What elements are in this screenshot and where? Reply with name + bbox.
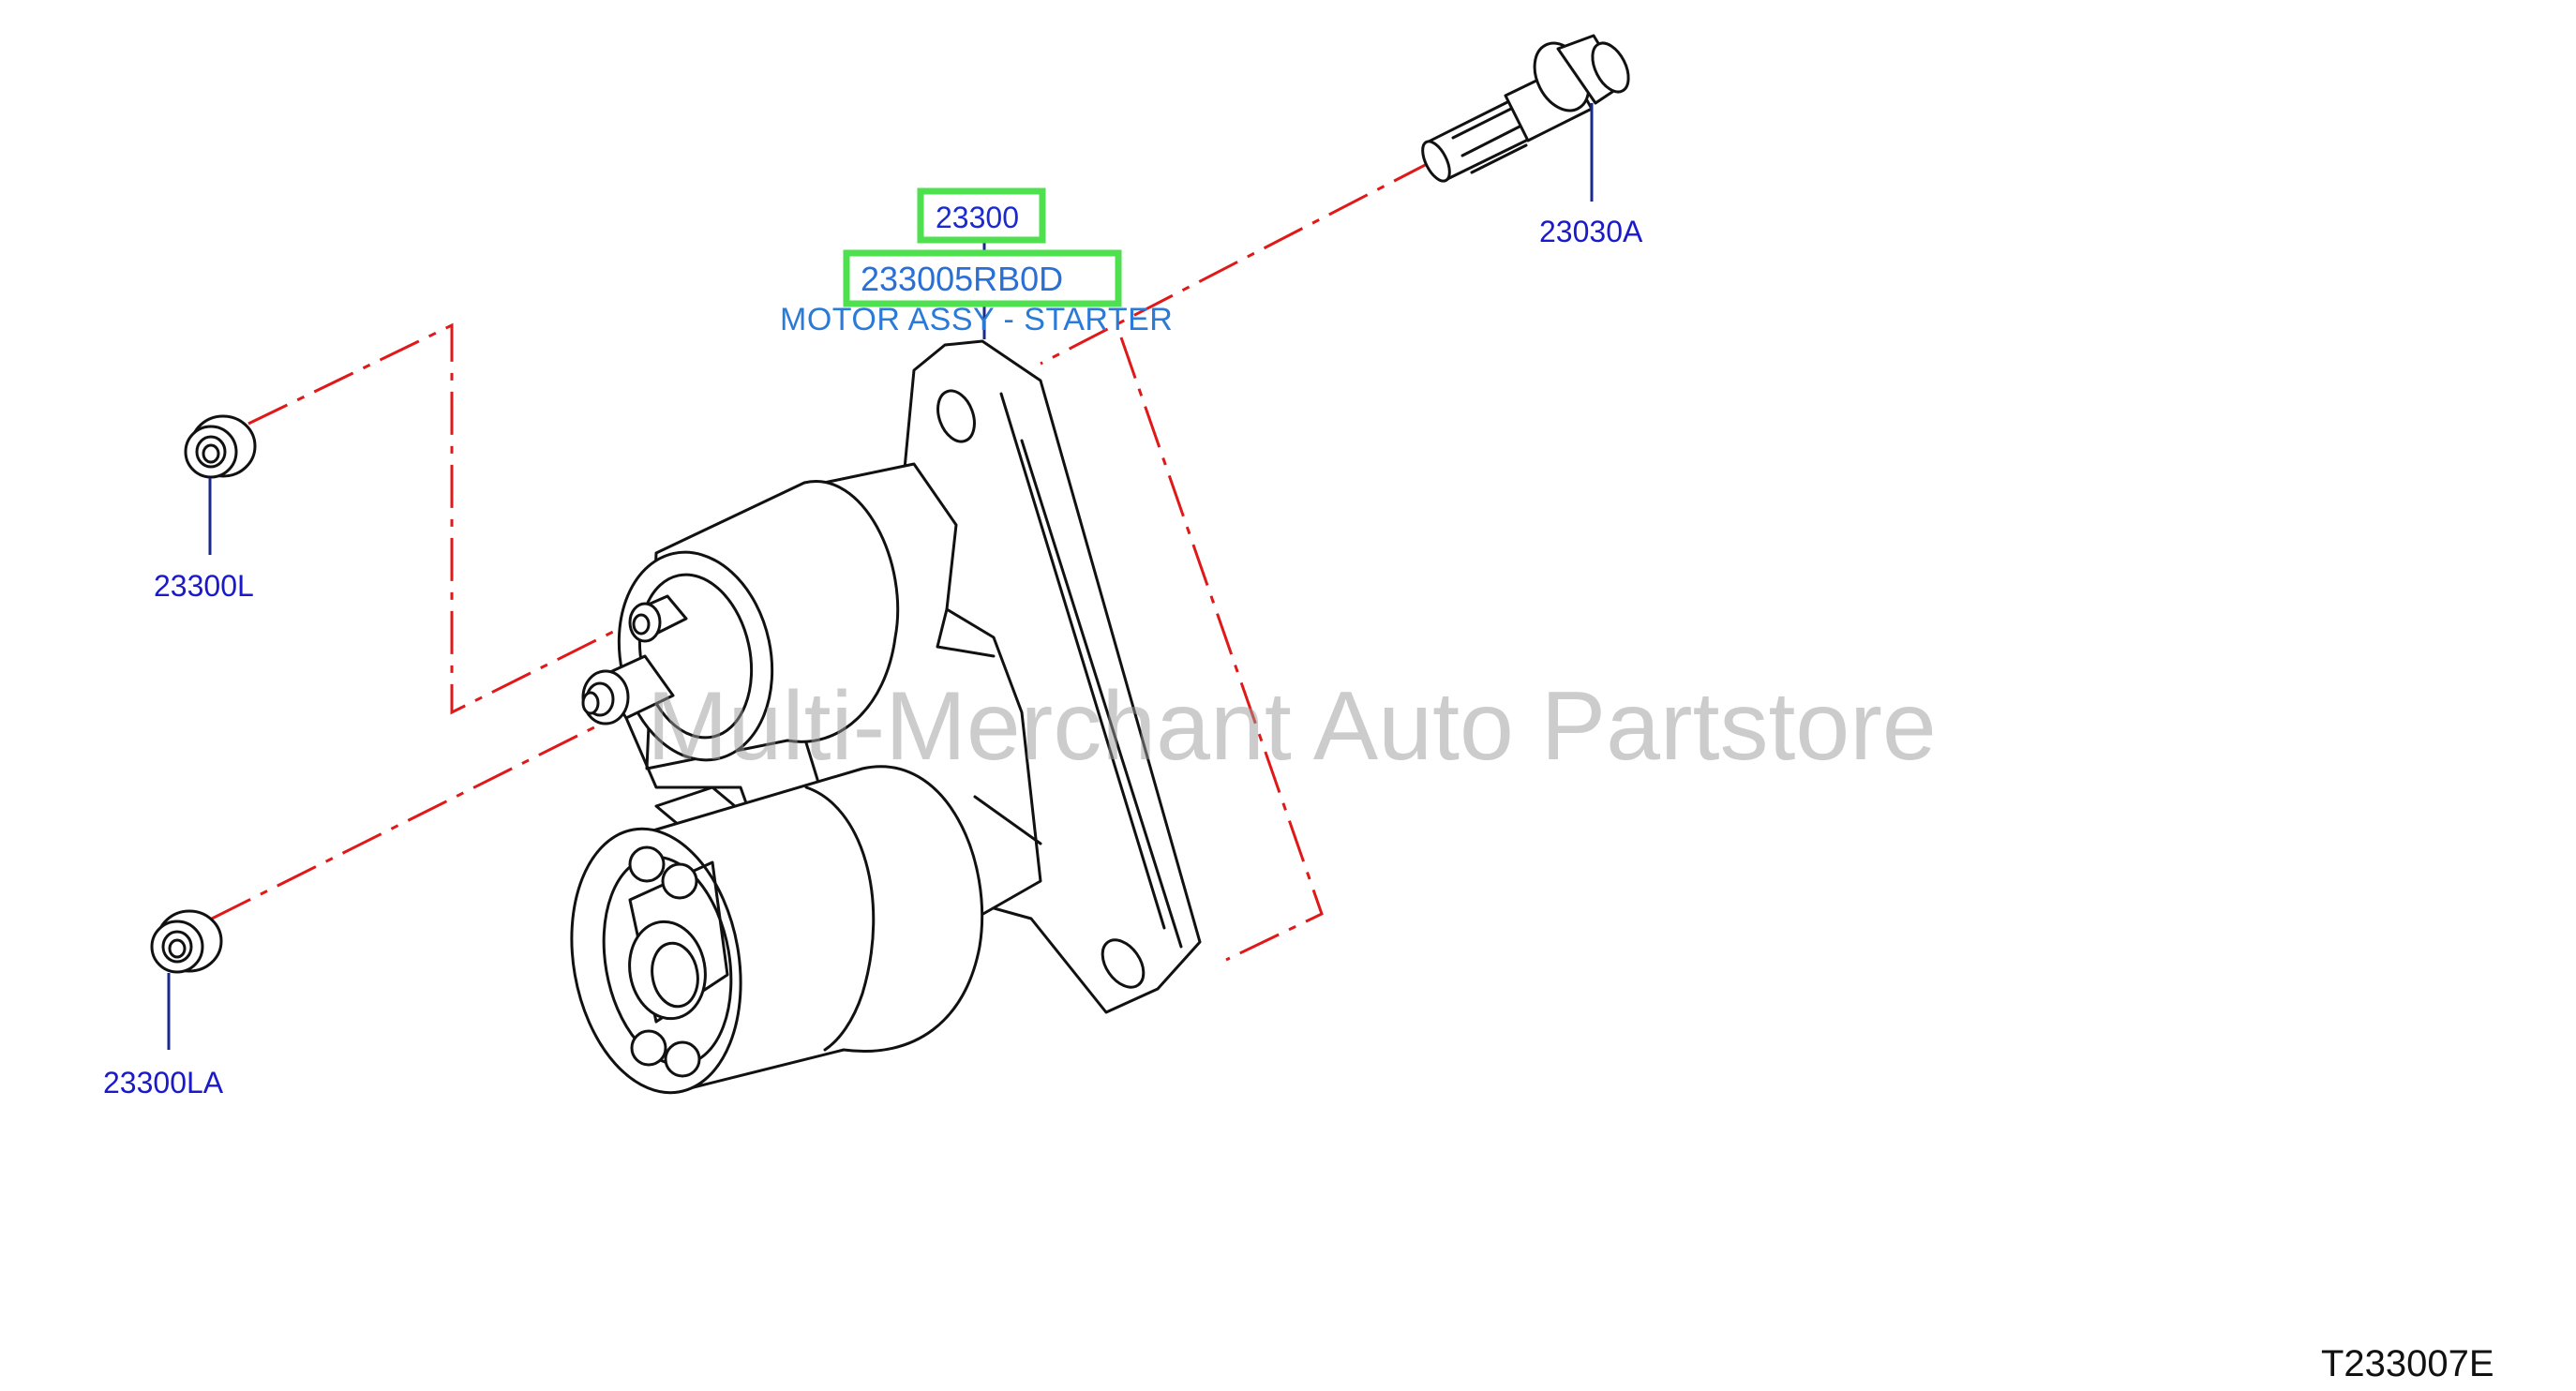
phantom-line-upper-nut xyxy=(247,322,618,715)
bracket-hole-upper xyxy=(936,389,976,443)
nut-23300l[interactable] xyxy=(184,414,257,479)
highlight-box-23300 xyxy=(917,187,1046,244)
highlight-box-part-number xyxy=(843,249,1122,307)
part-description: MOTOR ASSY - STARTER xyxy=(780,302,1173,337)
bracket-hole-lower xyxy=(1101,938,1146,989)
starter-motor-assembly[interactable] xyxy=(552,339,1202,1106)
phantom-line-bracket xyxy=(1119,337,1324,962)
figure-code: T233007E xyxy=(2321,1343,2494,1384)
phantom-line-lower-nut xyxy=(211,694,659,920)
phantom-line-bolt xyxy=(1040,159,1433,366)
nut-23300la[interactable] xyxy=(150,909,223,974)
callout-23030a[interactable]: 23030A xyxy=(1539,215,1643,248)
watermark: Multi-Merchant Auto Partstore xyxy=(647,672,1937,781)
part-number-233005rb0d[interactable]: 233005RB0D xyxy=(861,260,1063,298)
callout-23300la[interactable]: 23300LA xyxy=(103,1066,224,1099)
bolt-23030a[interactable] xyxy=(1417,34,1636,185)
callout-23300[interactable]: 23300 xyxy=(936,201,1019,234)
callout-23300l[interactable]: 23300L xyxy=(154,569,254,603)
phantom-lines xyxy=(211,159,1433,962)
